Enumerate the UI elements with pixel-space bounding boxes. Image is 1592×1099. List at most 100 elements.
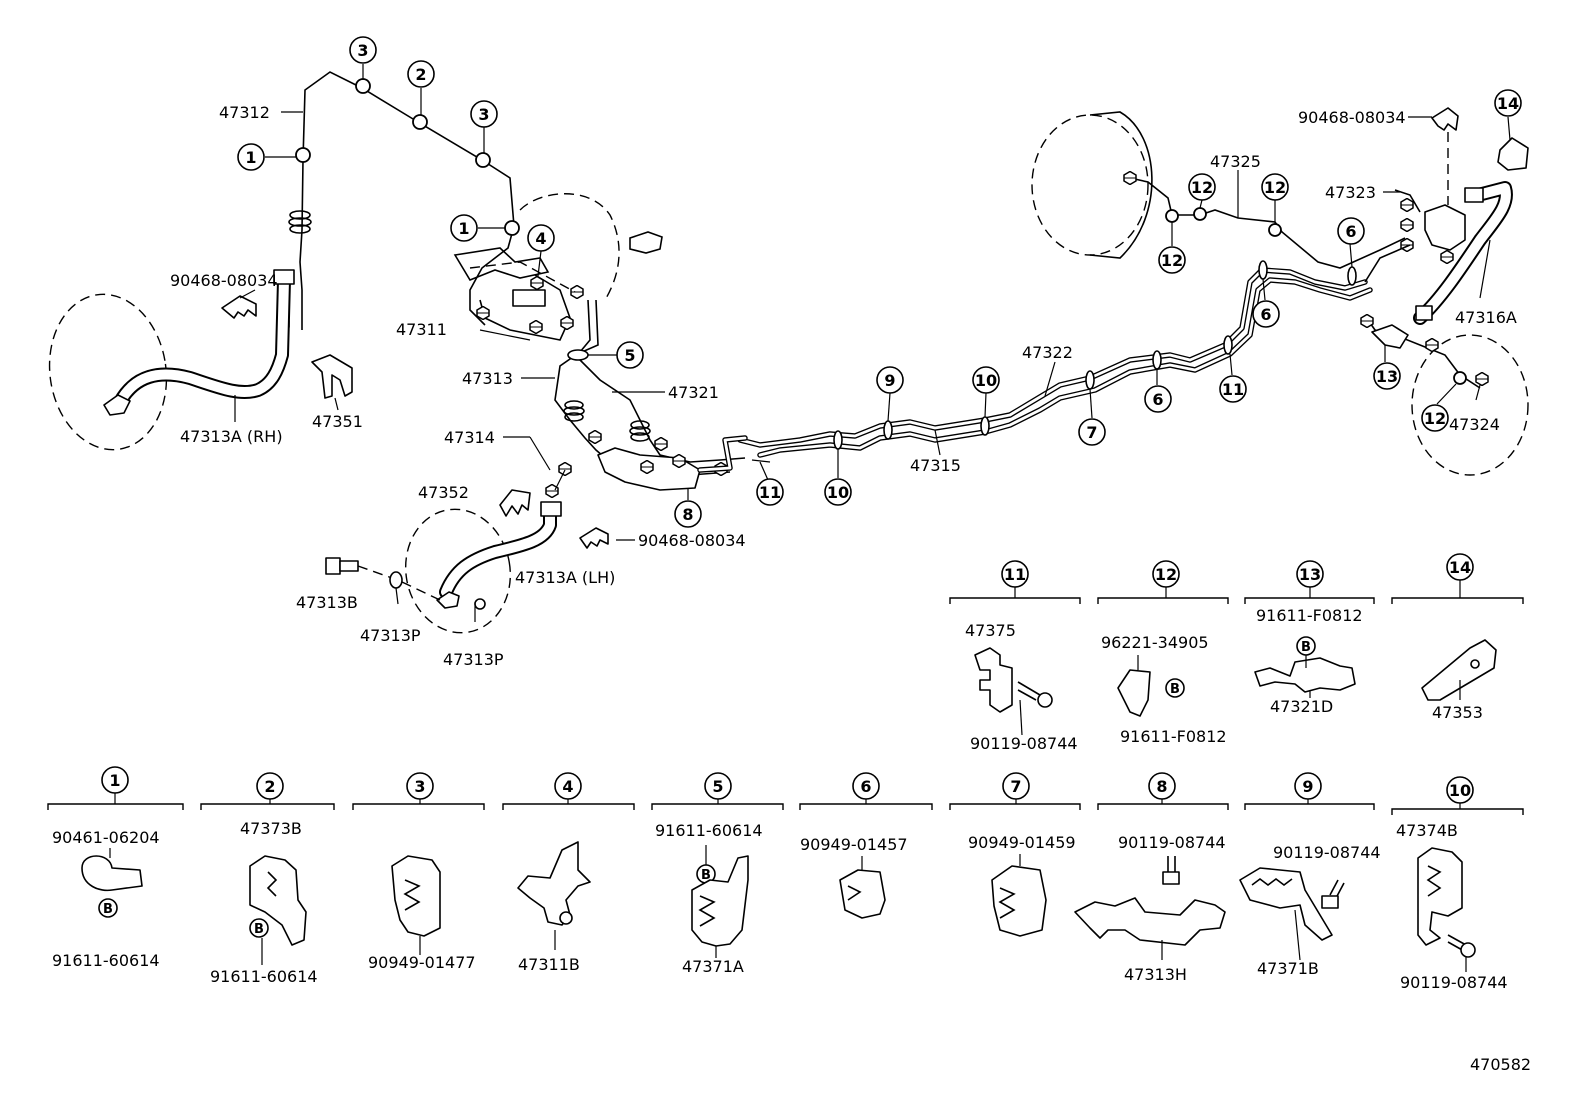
label-47313B: 47313B bbox=[296, 593, 358, 612]
inset-14-bottom: 47353 bbox=[1432, 703, 1483, 722]
svg-text:8: 8 bbox=[1156, 777, 1167, 796]
detail-inset-2: 2 47373B B 91611-60614 bbox=[200, 772, 335, 986]
svg-text:B: B bbox=[701, 868, 711, 883]
brake-tube-47322 bbox=[757, 277, 1373, 458]
svg-text:2: 2 bbox=[264, 777, 275, 796]
svg-text:1: 1 bbox=[109, 771, 120, 790]
svg-text:6: 6 bbox=[1260, 305, 1271, 324]
main-callouts: 3 2 3 1 1 4 5 8 11 10 9 10 7 6 11 6 6 12… bbox=[237, 36, 1522, 528]
label-90468-b: 90468-08034 bbox=[638, 531, 746, 550]
clamp-10 bbox=[980, 416, 990, 436]
inset-13-bottom: 47321D bbox=[1270, 697, 1333, 716]
inset-8-top: 90119-08744 bbox=[1118, 833, 1226, 852]
bracket-47352 bbox=[499, 489, 531, 517]
clamp-47374B-icon bbox=[1417, 847, 1463, 946]
callout-2: 2 bbox=[407, 60, 435, 88]
svg-text:6: 6 bbox=[1152, 390, 1163, 409]
label-47351: 47351 bbox=[312, 412, 363, 431]
callout-6: 6 bbox=[1144, 385, 1172, 413]
inset-10-bottom: 90119-08744 bbox=[1400, 973, 1508, 992]
svg-text:10: 10 bbox=[975, 371, 997, 390]
clamp-11 bbox=[1223, 335, 1233, 355]
svg-text:B: B bbox=[103, 902, 113, 917]
inset-2-bottom: 91611-60614 bbox=[210, 967, 318, 986]
callout-14: 14 bbox=[1494, 89, 1522, 117]
svg-text:1: 1 bbox=[458, 219, 469, 238]
hose-end-fitting bbox=[1464, 187, 1484, 203]
label-47313A-RH: 47313A (RH) bbox=[180, 427, 283, 446]
callout-3: 3 bbox=[349, 36, 377, 64]
clamp-9 bbox=[883, 420, 893, 440]
label-47311: 47311 bbox=[396, 320, 447, 339]
fitting-nut-icon bbox=[1425, 338, 1439, 352]
callout-12: 12 bbox=[1188, 173, 1216, 201]
bolt-90119-icon bbox=[1162, 856, 1180, 885]
svg-text:11: 11 bbox=[1222, 380, 1244, 399]
callout-3: 3 bbox=[470, 100, 498, 128]
clamp-90949-01477-icon bbox=[391, 855, 441, 937]
svg-text:13: 13 bbox=[1299, 565, 1321, 584]
svg-text:6: 6 bbox=[860, 777, 871, 796]
clamp-96221-icon bbox=[1117, 669, 1151, 717]
bolt-90119-icon bbox=[1447, 934, 1476, 958]
callout-6: 6 bbox=[1252, 300, 1280, 328]
inset-5-top: 91611-60614 bbox=[655, 821, 763, 840]
front-brake-lines bbox=[276, 71, 746, 498]
rear-three-way-joint bbox=[1424, 204, 1466, 251]
inset-3-bottom: 90949-01477 bbox=[368, 953, 476, 972]
svg-text:12: 12 bbox=[1161, 251, 1183, 270]
svg-text:B: B bbox=[254, 922, 264, 937]
clamp-6 bbox=[1347, 266, 1357, 286]
inset-11-top: 47375 bbox=[965, 621, 1016, 640]
callout-11: 11 bbox=[756, 478, 784, 506]
detail-inset-10: 10 47374B 90119-08744 bbox=[1391, 776, 1524, 992]
label-47316A: 47316A bbox=[1455, 308, 1517, 327]
inset-6-top: 90949-01457 bbox=[800, 835, 908, 854]
detail-inset-14: 14 47353 bbox=[1391, 553, 1524, 722]
callout-9: 9 bbox=[876, 366, 904, 394]
fitting-nut-icon bbox=[1440, 250, 1454, 264]
label-47313P-b: 47313P bbox=[443, 650, 504, 669]
bracket-47351 bbox=[311, 354, 353, 399]
svg-text:7: 7 bbox=[1010, 777, 1021, 796]
fitting-nut-icon bbox=[1123, 171, 1137, 185]
callout-5: 5 bbox=[616, 341, 644, 369]
bracket-47311B-icon bbox=[517, 841, 591, 926]
svg-text:12: 12 bbox=[1191, 178, 1213, 197]
clip-90468-icon bbox=[1431, 107, 1459, 131]
rear-brake-drum-right bbox=[1411, 334, 1529, 476]
svg-text:8: 8 bbox=[682, 505, 693, 524]
bracket-47353-icon bbox=[1421, 639, 1497, 701]
label-47322: 47322 bbox=[1022, 343, 1073, 362]
svg-text:11: 11 bbox=[1004, 565, 1026, 584]
detail-inset-7: 7 90949-01459 bbox=[949, 772, 1081, 937]
fitting-nut-icon bbox=[588, 430, 602, 444]
gasket-47313P bbox=[474, 598, 486, 610]
fitting-nut-icon bbox=[570, 285, 584, 299]
svg-text:14: 14 bbox=[1449, 558, 1471, 577]
clamp-6 bbox=[1152, 350, 1162, 370]
svg-text:3: 3 bbox=[478, 105, 489, 124]
rear-brake-lines bbox=[697, 260, 1373, 473]
callout-7: 7 bbox=[1078, 418, 1106, 446]
clamp-12 bbox=[1268, 223, 1282, 237]
fitting-nut-icon bbox=[1400, 238, 1414, 252]
brake-tube-joint-link bbox=[1364, 244, 1411, 283]
clamp-47371A-icon bbox=[691, 855, 749, 947]
inset-1-top: 90461-06204 bbox=[52, 828, 160, 847]
union-bolt-47313B bbox=[325, 557, 441, 601]
clamp-6 bbox=[1258, 260, 1268, 280]
tube-clip-47321D bbox=[1371, 324, 1409, 349]
bolt-90119-icon bbox=[1321, 879, 1345, 909]
callout-11: 11 bbox=[1219, 375, 1247, 403]
fitting-nut-icon bbox=[654, 437, 668, 451]
detail-inset-13: 13 91611-F0812 B 47321D bbox=[1244, 560, 1375, 716]
svg-text:9: 9 bbox=[1302, 777, 1313, 796]
fitting-nut-icon bbox=[560, 316, 574, 330]
part-labels: 47312 47311 47313 47321 47314 47352 4731… bbox=[170, 103, 1531, 1074]
b-mark: B bbox=[1165, 678, 1185, 698]
callout-10: 10 bbox=[972, 366, 1000, 394]
inset-7-top: 90949-01459 bbox=[968, 833, 1076, 852]
detail-inset-6: 6 90949-01457 bbox=[799, 772, 933, 919]
